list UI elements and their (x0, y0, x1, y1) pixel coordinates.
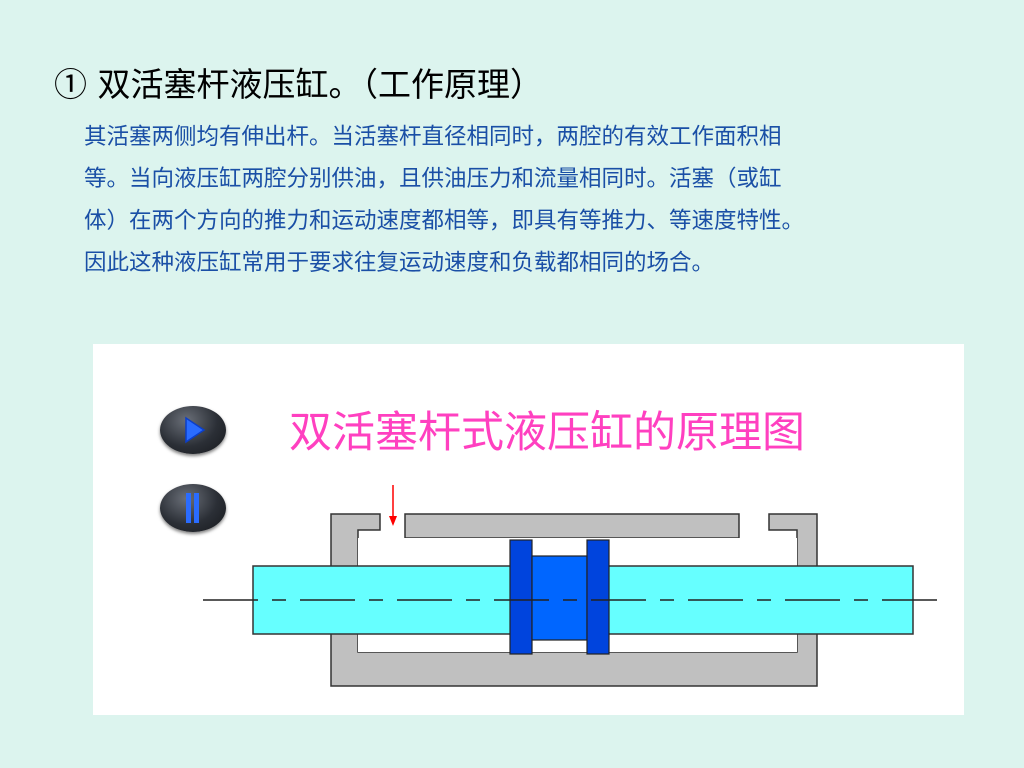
slide-body-text: 其活塞两侧均有伸出杆。当活塞杆直径相同时，两腔的有效工作面积相 等。当向液压缸两… (84, 116, 1004, 284)
cylinder-diagram (203, 485, 943, 687)
body-line: 因此这种液压缸常用于要求往复运动速度和负载都相同的场合。 (84, 250, 715, 276)
body-line: 等。当向液压缸两腔分别供油，且供油压力和流量相同时。活塞（或缸 (84, 166, 782, 192)
pause-button[interactable] (160, 484, 226, 532)
diagram-title: 双活塞杆式液压缸的原理图 (289, 408, 805, 458)
piston-seal-right (586, 539, 610, 655)
body-line: 体）在两个方向的推力和运动速度都相等，即具有等推力、等速度特性。 (84, 208, 805, 234)
inlet-arrow-head (389, 516, 397, 526)
cylinder-body (330, 513, 818, 687)
diagram-panel: 双活塞杆式液压缸的原理图 (93, 344, 964, 715)
piston-body (531, 555, 588, 641)
slide-heading: ① 双活塞杆液压缸。（工作原理） (54, 65, 543, 104)
pause-icon (186, 493, 199, 523)
cylinder-top-wall (404, 513, 740, 539)
play-button[interactable] (160, 406, 226, 454)
body-line: 其活塞两侧均有伸出杆。当活塞杆直径相同时，两腔的有效工作面积相 (84, 124, 782, 150)
piston-seal-left (509, 539, 533, 655)
play-icon (185, 416, 206, 444)
